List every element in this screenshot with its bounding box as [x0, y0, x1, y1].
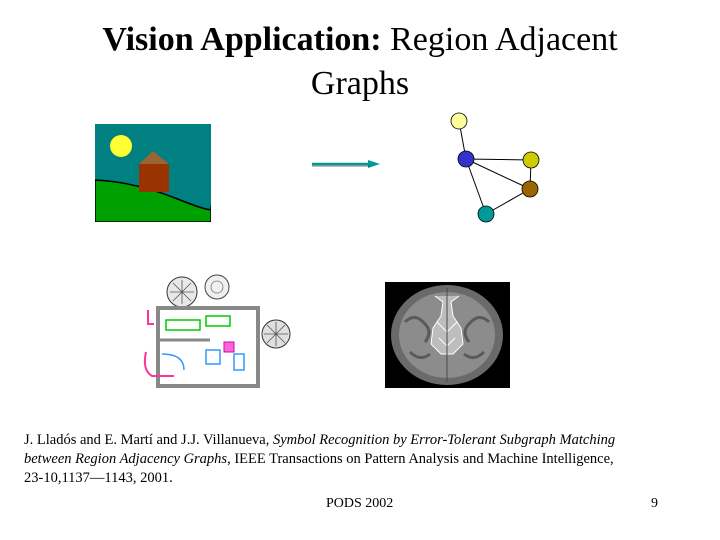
edge-blue-teal	[465, 158, 487, 215]
house-wall-region	[139, 164, 169, 192]
outer-walls	[156, 306, 260, 388]
pink-furniture	[223, 341, 235, 353]
title-line2: Graphs	[310, 65, 410, 102]
citation-venue: , IEEE Transactions on Pattern Analysis …	[24, 451, 614, 486]
blue-furniture	[205, 349, 221, 365]
title-bold: Vision Application:	[102, 21, 382, 58]
page-number: 9	[651, 496, 658, 511]
green-furniture	[165, 319, 201, 331]
blue-furniture-2	[233, 353, 245, 371]
tree-symbol-2	[204, 274, 230, 300]
node-brown	[521, 180, 539, 198]
footer-label: PODS 2002	[326, 496, 394, 511]
green-furniture-2	[205, 315, 231, 327]
citation-paper-title: Symbol Recognition by Error-Tolerant Sub…	[24, 432, 616, 467]
citation-authors: J. Lladós and E. Martí and J.J. Villanue…	[24, 432, 273, 448]
grass-region	[95, 179, 211, 222]
title-rest: Region Adjacent	[381, 21, 618, 58]
graph-edges	[458, 120, 532, 215]
edge-blue-brown	[465, 158, 531, 190]
pink-entrance-top	[147, 310, 154, 325]
pink-entrance-bottom	[143, 351, 174, 377]
citation: J. Lladós and E. Martí and J.J. Villanue…	[24, 431, 624, 488]
door-arc	[161, 353, 185, 371]
node-olive	[522, 151, 540, 169]
tree-symbol-3	[261, 319, 291, 349]
slide-title: Vision Application: Region Adjacent Grap…	[0, 18, 720, 106]
edge-blue-olive	[465, 158, 532, 161]
tree-symbol-1	[166, 276, 198, 308]
node-pale-yellow	[450, 112, 468, 130]
node-teal	[477, 205, 495, 223]
edge-brown-teal	[485, 188, 531, 215]
node-blue	[457, 150, 475, 168]
region-adjacency-graph	[450, 112, 540, 223]
floor-plan-image	[143, 274, 291, 388]
transform-arrow-icon	[312, 160, 380, 168]
sun-region	[110, 135, 132, 157]
landscape-image	[95, 124, 211, 222]
sulci	[403, 316, 491, 359]
brain-mri-image	[385, 282, 510, 388]
roof-region	[139, 151, 169, 164]
